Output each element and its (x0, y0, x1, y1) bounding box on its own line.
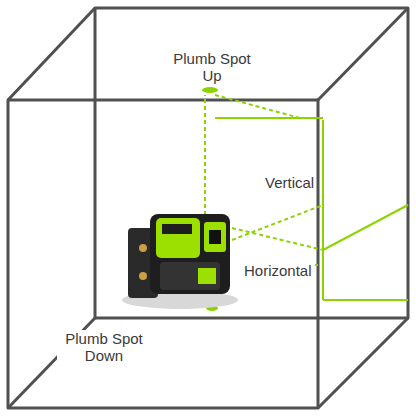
callout-label: Horizontal (242, 262, 314, 279)
laser-level-device (122, 214, 238, 309)
callout-label: Plumb Spot Down (57, 330, 151, 364)
plumb-spot-up (202, 87, 218, 93)
callout-label: Plumb Spot Up (165, 50, 259, 84)
laser-lines (205, 95, 408, 300)
callout-label: Vertical (263, 174, 316, 191)
room-cube (8, 8, 408, 408)
